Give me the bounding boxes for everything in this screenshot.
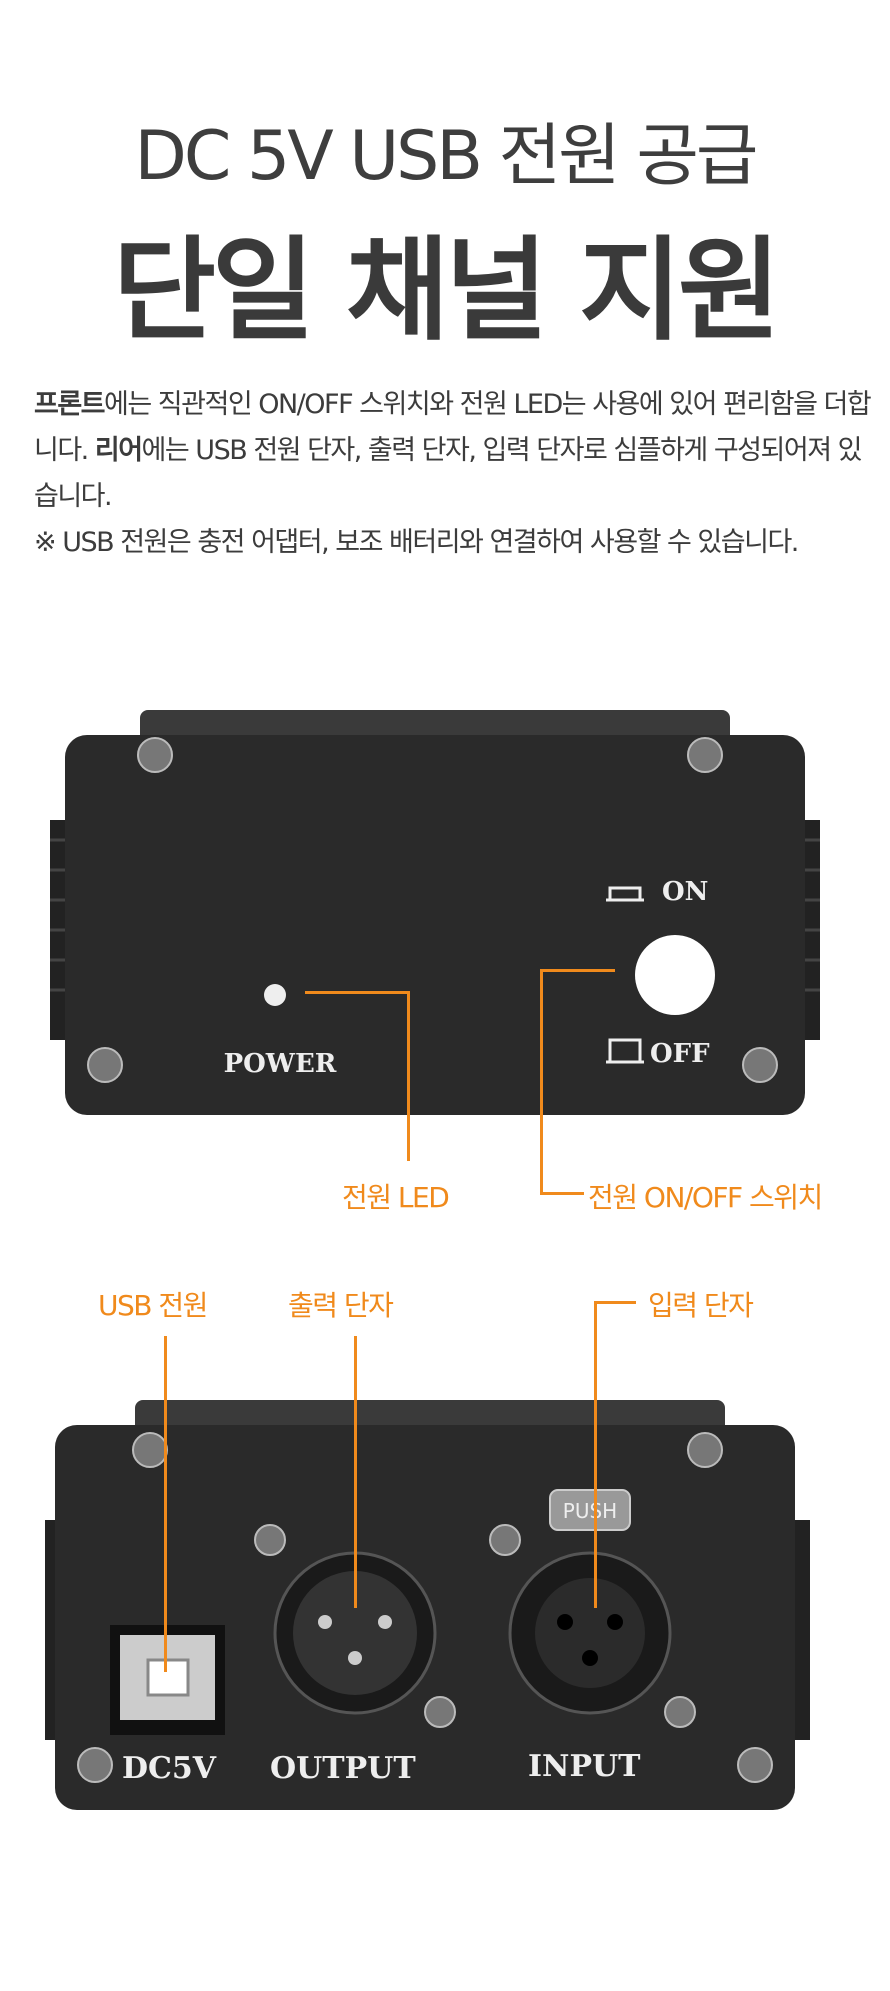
switch-callout-line-h xyxy=(540,1192,584,1195)
rear-text: 에는 USB 전원 단자, 출력 단자, 입력 단자로 심플하게 구성되어져 있… xyxy=(34,435,862,512)
front-bold: 프론트 xyxy=(34,389,106,420)
switch-callout-line-v xyxy=(540,969,543,1195)
description-main: 프론트에는 직관적인 ON/OFF 스위치와 전원 LED는 사용에 있어 편리… xyxy=(34,382,874,520)
front-panel-image: POWER ON OFF xyxy=(50,710,820,1115)
led-callout-line xyxy=(305,991,410,994)
dc5v-label: DC5V xyxy=(122,1751,217,1786)
push-label: PUSH xyxy=(563,1499,617,1523)
off-label: OFF xyxy=(650,1039,710,1069)
front-text: 에는 직관적인 ON/OFF 스위치와 전원 LED는 사용에 있어 편리함을 … xyxy=(34,389,872,466)
output-callout-line xyxy=(354,1336,357,1608)
led-callout: 전원 LED xyxy=(342,1181,450,1214)
page-title: 단일 채널 지원 xyxy=(112,226,781,356)
usb-callout: USB 전원 xyxy=(98,1289,208,1322)
input-callout: 입력 단자 xyxy=(648,1289,754,1322)
on-label: ON xyxy=(662,877,708,907)
input-label: INPUT xyxy=(528,1749,641,1784)
description: 프론트에는 직관적인 ON/OFF 스위치와 전원 LED는 사용에 있어 편리… xyxy=(34,382,874,566)
power-label: POWER xyxy=(224,1049,337,1079)
switch-callout-line xyxy=(540,969,615,972)
usb-callout-line xyxy=(164,1336,167,1672)
input-callout-line-h xyxy=(594,1301,636,1304)
led-callout-line-v xyxy=(407,991,410,1161)
output-callout: 출력 단자 xyxy=(288,1289,394,1322)
input-callout-line xyxy=(594,1301,597,1608)
switch-callout: 전원 ON/OFF 스위치 xyxy=(588,1181,823,1214)
output-label: OUTPUT xyxy=(270,1751,416,1786)
note: ※ USB 전원은 충전 어댑터, 보조 배터리와 연결하여 사용할 수 있습니… xyxy=(34,527,799,558)
rear-bold: 리어 xyxy=(94,435,143,466)
rear-panel-image: PUSH DC5V OUTPUT INPUT xyxy=(45,1400,810,1810)
subtitle: DC 5V USB 전원 공급 xyxy=(134,117,759,196)
